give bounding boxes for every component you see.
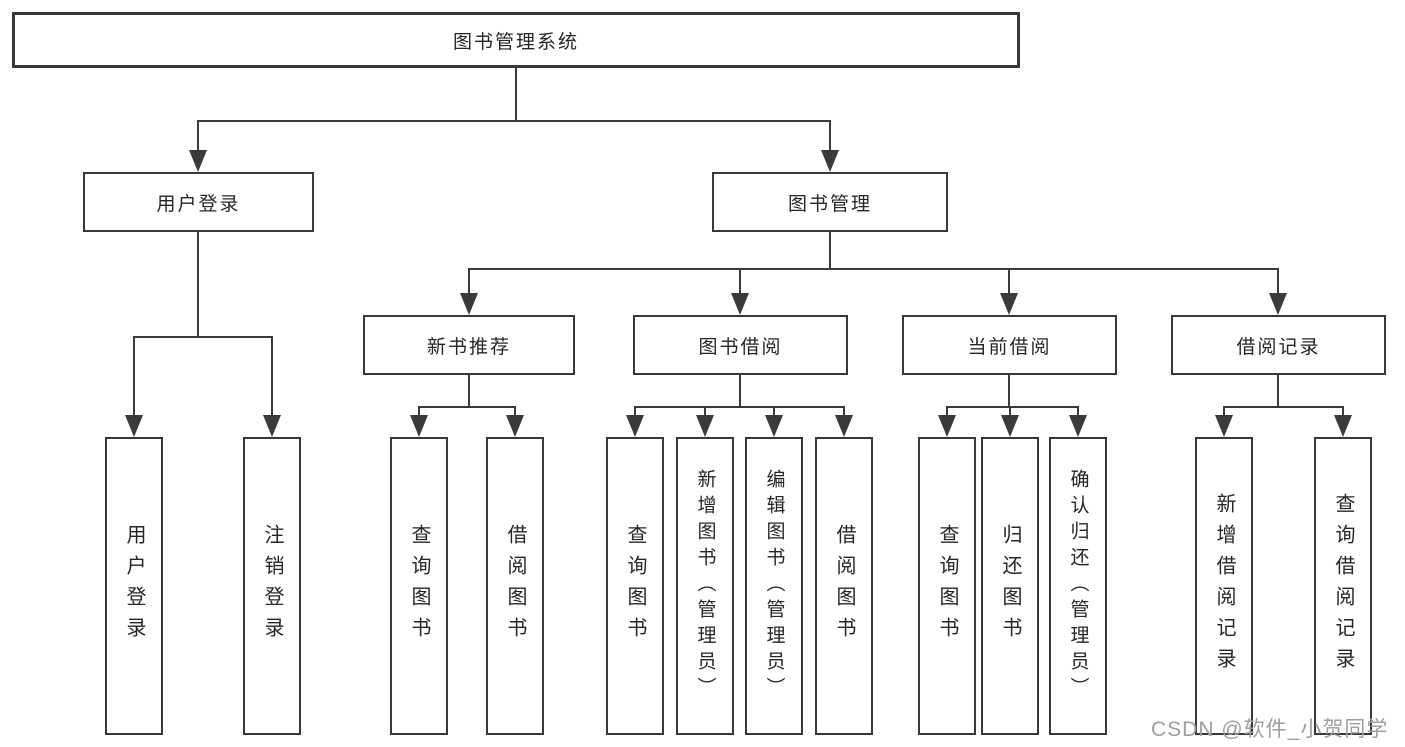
leaf-borrow-book-2: 借阅图书 <box>815 437 873 735</box>
arrow-down-add-book <box>696 415 714 437</box>
connector-stub-borrow-records <box>1277 268 1279 296</box>
leaf-logout-label: 注销登录 <box>261 524 283 648</box>
arrow-down-confirm-return <box>1069 415 1087 437</box>
arrow-down-query-book-1 <box>410 415 428 437</box>
arrow-down-query-borrow-record <box>1334 415 1352 437</box>
connector-stub-query-borrow-record <box>1342 406 1344 418</box>
arrow-down-new-book-recommend <box>460 293 478 315</box>
leaf-logout: 注销登录 <box>243 437 301 735</box>
leaf-edit-book: 编辑图书（管理员） <box>745 437 803 735</box>
connector-book-management-trunk <box>829 232 831 270</box>
connector-current-borrow-branch <box>946 406 1079 408</box>
connector-stub-new-book-recommend <box>468 268 470 296</box>
connector-borrow-records-branch <box>1223 406 1344 408</box>
node-book-borrow: 图书借阅 <box>633 315 848 375</box>
node-user-login-label: 用户登录 <box>156 193 241 215</box>
connector-book-borrow-trunk <box>739 375 741 408</box>
node-root-label: 图书管理系统 <box>452 31 579 53</box>
leaf-query-borrow-record: 查询借阅记录 <box>1314 437 1372 735</box>
leaf-query-book-1: 查询图书 <box>390 437 448 735</box>
watermark: CSDN @软件_小贺同学 <box>1151 718 1389 741</box>
arrow-down-query-book-2 <box>626 415 644 437</box>
connector-new-book-recommend-trunk <box>468 375 470 408</box>
arrow-down-book-borrow <box>731 293 749 315</box>
connector-stub-book-management <box>829 120 831 154</box>
leaf-query-borrow-record-label: 查询借阅记录 <box>1332 493 1354 679</box>
node-current-borrow: 当前借阅 <box>902 315 1117 375</box>
leaf-add-book-label: 新增图书（管理员） <box>694 469 716 703</box>
leaf-query-book-3: 查询图书 <box>918 437 976 735</box>
leaf-query-book-3-label: 查询图书 <box>936 524 958 648</box>
node-new-book-recommend-label: 新书推荐 <box>426 336 511 358</box>
node-user-login: 用户登录 <box>83 172 314 232</box>
leaf-add-book: 新增图书（管理员） <box>676 437 734 735</box>
connector-stub-borrow-book-1 <box>514 406 516 418</box>
leaf-query-book-1-label: 查询图书 <box>408 524 430 648</box>
connector-stub-leaf-user-login <box>133 336 135 418</box>
connector-stub-query-book-2 <box>634 406 636 418</box>
connector-stub-confirm-return <box>1077 406 1079 418</box>
leaf-confirm-return-label: 确认归还（管理员） <box>1067 469 1089 703</box>
leaf-return-book: 归还图书 <box>981 437 1039 735</box>
arrow-down-return-book <box>1001 415 1019 437</box>
node-book-management: 图书管理 <box>712 172 948 232</box>
node-root: 图书管理系统 <box>12 12 1020 68</box>
arrow-down-book-management <box>821 150 839 172</box>
connector-borrow-records-trunk <box>1277 375 1279 408</box>
arrow-down-edit-book <box>765 415 783 437</box>
leaf-user-login: 用户登录 <box>105 437 163 735</box>
connector-book-borrow-branch <box>634 406 845 408</box>
connector-current-borrow-trunk <box>1008 375 1010 408</box>
node-current-borrow-label: 当前借阅 <box>967 336 1052 358</box>
connector-stub-add-book <box>704 406 706 418</box>
leaf-borrow-book-2-label: 借阅图书 <box>833 524 855 648</box>
connector-stub-query-book-3 <box>946 406 948 418</box>
connector-stub-edit-book <box>773 406 775 418</box>
arrow-down-user-login <box>189 150 207 172</box>
arrow-down-leaf-logout <box>263 415 281 437</box>
leaf-borrow-book-1: 借阅图书 <box>486 437 544 735</box>
arrow-down-query-book-3 <box>938 415 956 437</box>
arrow-down-borrow-records <box>1269 293 1287 315</box>
node-borrow-records: 借阅记录 <box>1171 315 1386 375</box>
leaf-user-login-label: 用户登录 <box>123 524 145 648</box>
connector-stub-borrow-book-2 <box>843 406 845 418</box>
node-book-management-label: 图书管理 <box>787 193 872 215</box>
leaf-query-book-2-label: 查询图书 <box>624 524 646 648</box>
leaf-borrow-book-1-label: 借阅图书 <box>504 524 526 648</box>
leaf-add-borrow-record: 新增借阅记录 <box>1195 437 1253 735</box>
connector-stub-query-book-1 <box>418 406 420 418</box>
connector-user-login-trunk <box>197 232 199 338</box>
connector-root-trunk <box>515 68 517 122</box>
leaf-query-book-2: 查询图书 <box>606 437 664 735</box>
connector-stub-add-borrow-record <box>1223 406 1225 418</box>
leaf-return-book-label: 归还图书 <box>999 524 1021 648</box>
leaf-confirm-return: 确认归还（管理员） <box>1049 437 1107 735</box>
leaf-edit-book-label: 编辑图书（管理员） <box>763 469 785 703</box>
connector-stub-current-borrow <box>1008 268 1010 296</box>
node-book-borrow-label: 图书借阅 <box>698 336 783 358</box>
connector-user-login-branch <box>133 336 273 338</box>
arrow-down-borrow-book-1 <box>506 415 524 437</box>
connector-stub-book-borrow <box>739 268 741 296</box>
arrow-down-leaf-user-login <box>125 415 143 437</box>
connector-new-book-recommend-branch <box>418 406 516 408</box>
connector-stub-leaf-logout <box>271 336 273 418</box>
leaf-add-borrow-record-label: 新增借阅记录 <box>1213 493 1235 679</box>
arrow-down-current-borrow <box>1000 293 1018 315</box>
connector-stub-return-book <box>1009 406 1011 418</box>
node-new-book-recommend: 新书推荐 <box>363 315 575 375</box>
node-borrow-records-label: 借阅记录 <box>1236 336 1321 358</box>
connector-root-branch <box>197 120 831 122</box>
connector-stub-user-login <box>197 120 199 154</box>
arrow-down-borrow-book-2 <box>835 415 853 437</box>
connector-book-management-branch <box>468 268 1279 270</box>
arrow-down-add-borrow-record <box>1215 415 1233 437</box>
